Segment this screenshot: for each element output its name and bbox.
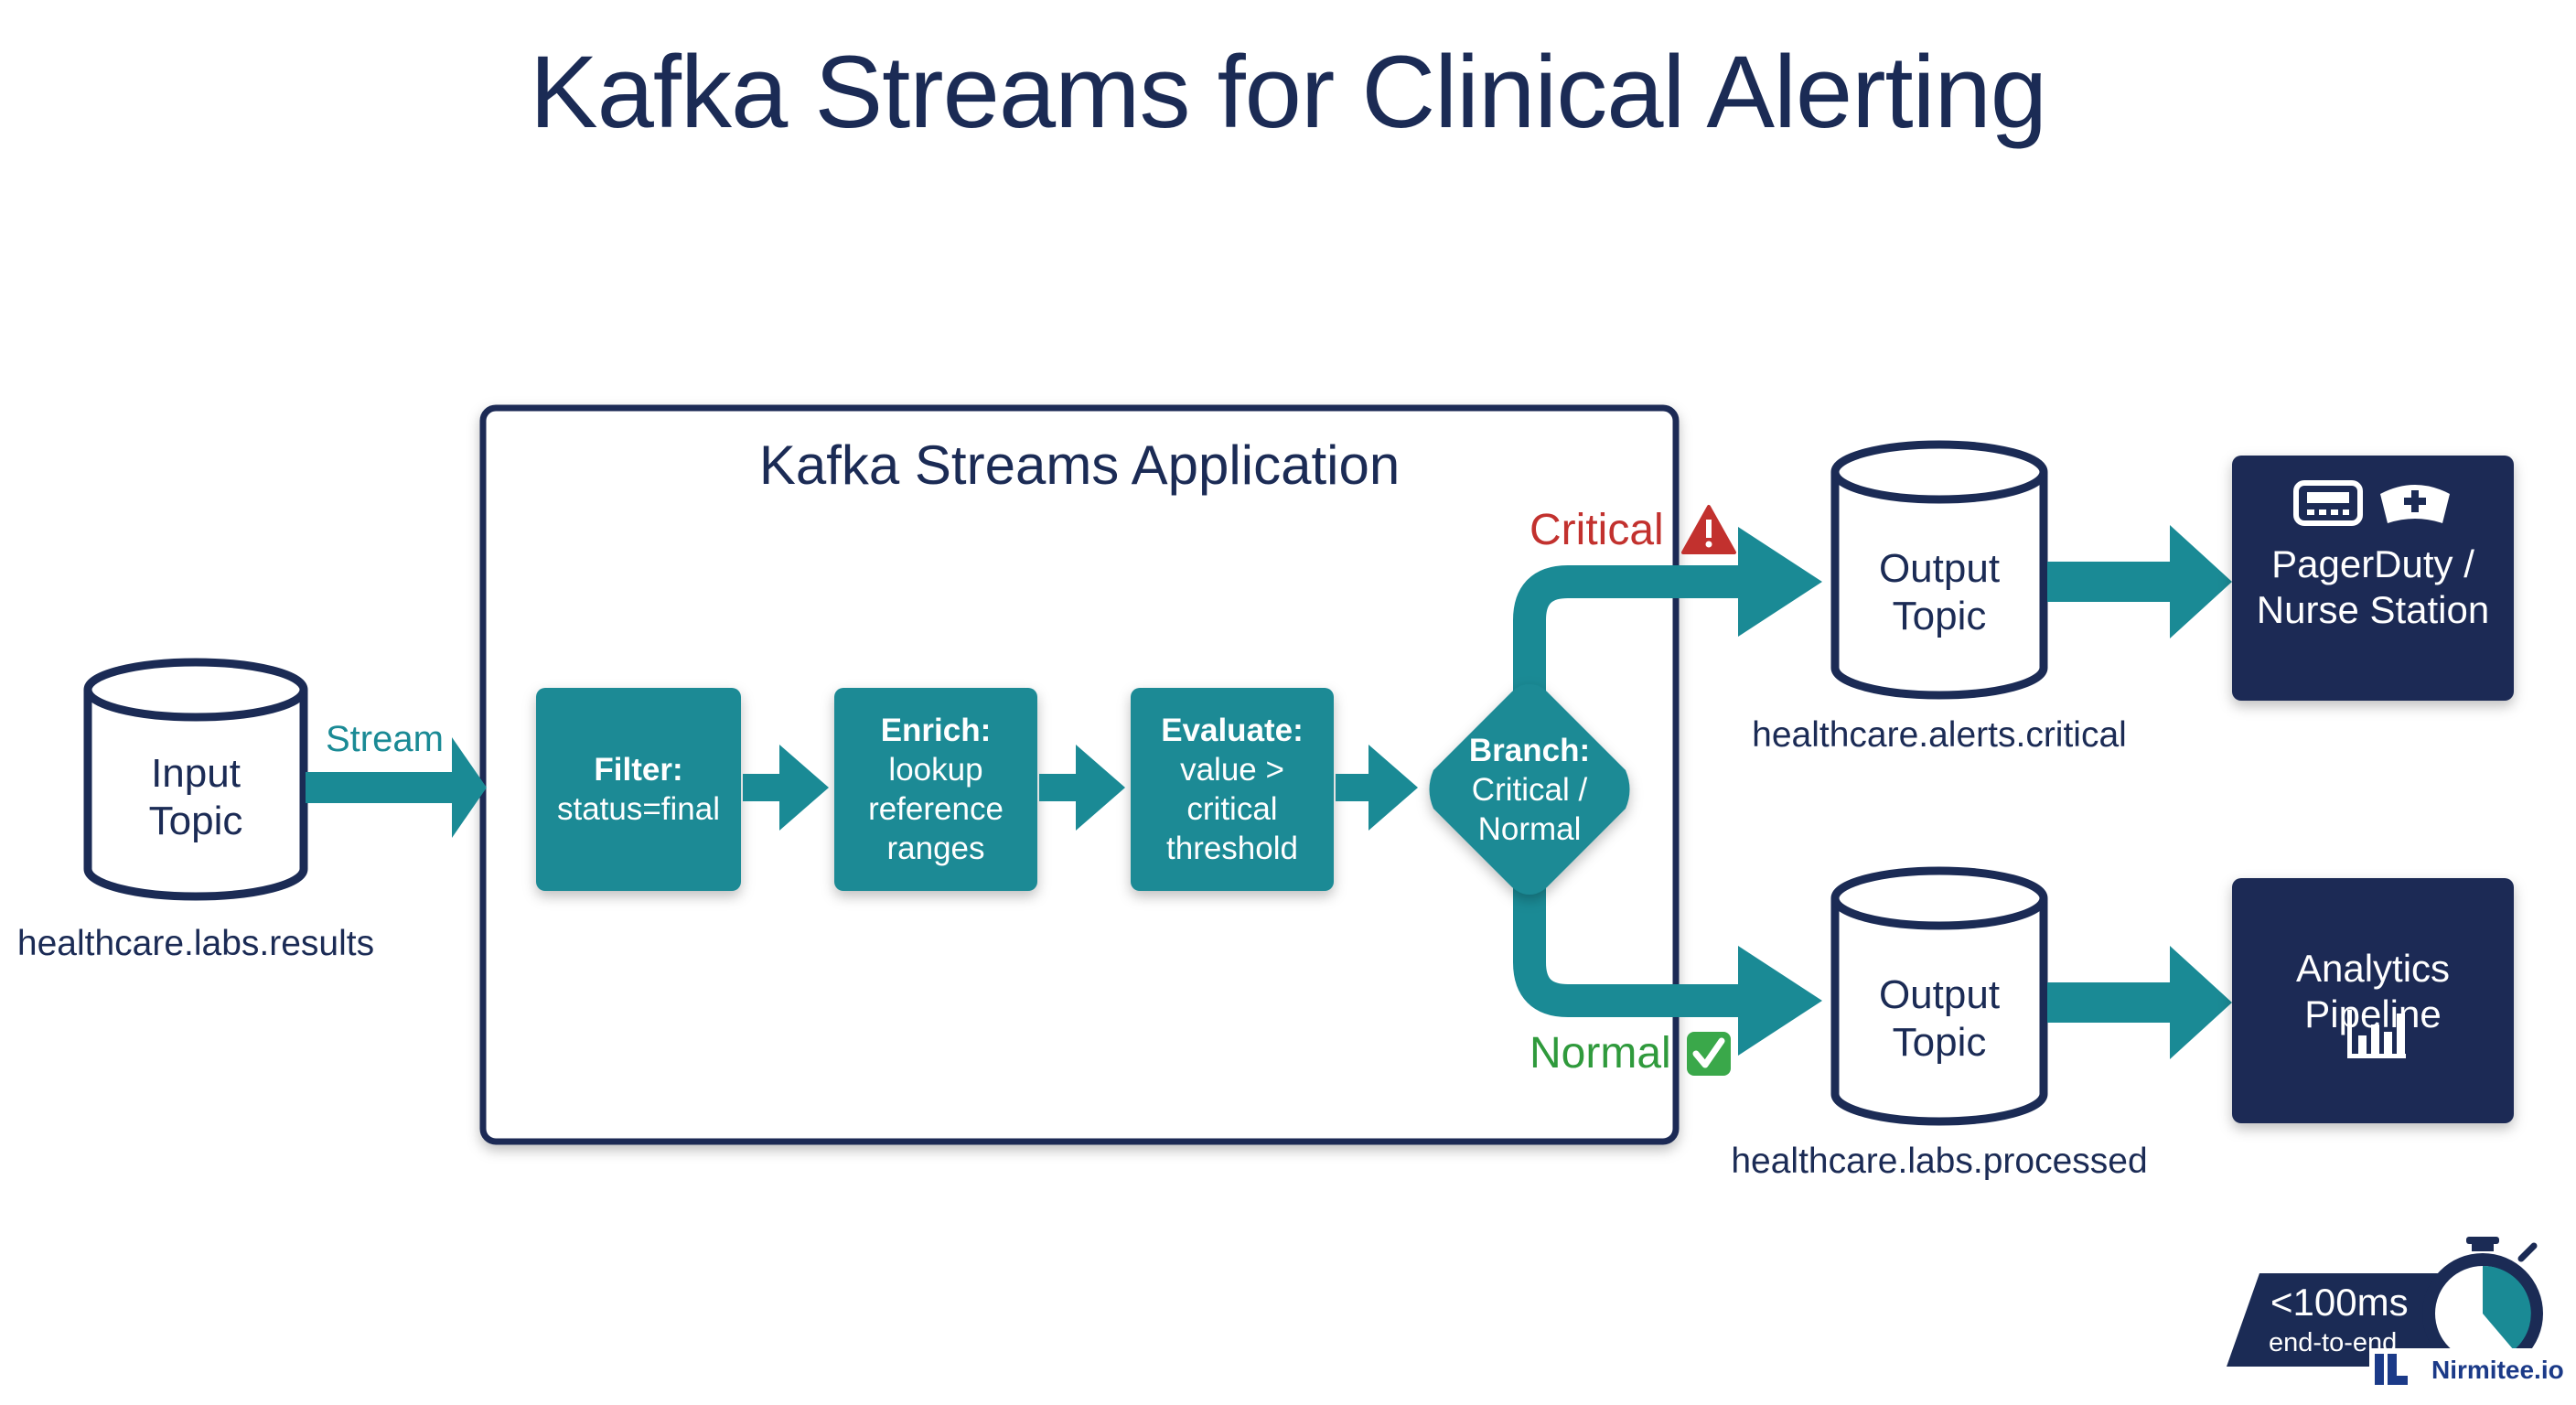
enrich-label: Enrich: lookup reference ranges bbox=[868, 713, 1004, 866]
critical-branch-arrowhead bbox=[1738, 527, 1822, 637]
pager-label: PagerDuty / Nurse Station bbox=[2256, 542, 2490, 631]
critical-branch-path bbox=[1513, 565, 1742, 712]
critical-topic-name: healthcare.alerts.critical bbox=[1752, 715, 2127, 755]
filter-to-enrich-arrow bbox=[743, 745, 829, 831]
latency-value: <100ms bbox=[2270, 1281, 2409, 1324]
input-topic-cylinder bbox=[83, 658, 308, 901]
evaluate-box bbox=[1131, 688, 1334, 891]
stopwatch-icon bbox=[2422, 1237, 2543, 1374]
enrich-to-evaluate-arrow bbox=[1039, 745, 1125, 831]
critical-output-label: Output Topic bbox=[1878, 546, 2001, 638]
page-title: Kafka Streams for Clinical Alerting bbox=[529, 35, 2047, 149]
filter-label: Filter: status=final bbox=[556, 752, 721, 827]
critical-to-pager-arrow bbox=[2047, 525, 2232, 638]
latency-sub: end-to-end bbox=[2269, 1328, 2398, 1357]
critical-branch-label: Critical bbox=[1530, 506, 1664, 554]
warning-icon bbox=[1681, 505, 1736, 554]
filter-box bbox=[536, 688, 741, 891]
normal-to-analytics-arrow bbox=[2047, 946, 2232, 1059]
normal-output-label: Output Topic bbox=[1878, 972, 2001, 1065]
brand-name: Nirmitee.io bbox=[2431, 1356, 2564, 1384]
branch-label: Branch: Critical / Normal bbox=[1468, 733, 1591, 847]
analytics-label: Analytics Pipeline bbox=[2295, 947, 2451, 1035]
normal-branch-path bbox=[1513, 867, 1742, 1017]
input-topic-label: Input Topic bbox=[148, 751, 243, 843]
nurse-cap-icon bbox=[2380, 485, 2450, 523]
analytics-box bbox=[2232, 878, 2514, 1123]
check-icon bbox=[1687, 1032, 1731, 1076]
normal-output-cylinder bbox=[1830, 866, 2048, 1126]
critical-output-cylinder bbox=[1830, 440, 2048, 700]
stream-label: Stream bbox=[326, 719, 444, 759]
normal-branch-label: Normal bbox=[1530, 1029, 1671, 1078]
normal-topic-name: healthcare.labs.processed bbox=[1731, 1142, 2148, 1181]
branch-diamond bbox=[1429, 684, 1630, 895]
normal-branch-arrowhead bbox=[1738, 946, 1822, 1056]
app-title: Kafka Streams Application bbox=[758, 434, 1401, 496]
pager-icon bbox=[2293, 480, 2363, 526]
evaluate-label: Evaluate: value > critical threshold bbox=[1161, 713, 1304, 866]
brand-background bbox=[2369, 1348, 2567, 1394]
stream-arrow bbox=[306, 737, 487, 838]
bar-chart-icon bbox=[2347, 1010, 2406, 1058]
input-topic-name: healthcare.labs.results bbox=[16, 924, 375, 963]
nirmitee-logo-icon bbox=[2375, 1354, 2408, 1385]
evaluate-to-branch-arrow bbox=[1336, 745, 1418, 831]
enrich-box bbox=[834, 688, 1037, 891]
latency-badge bbox=[2227, 1273, 2470, 1367]
